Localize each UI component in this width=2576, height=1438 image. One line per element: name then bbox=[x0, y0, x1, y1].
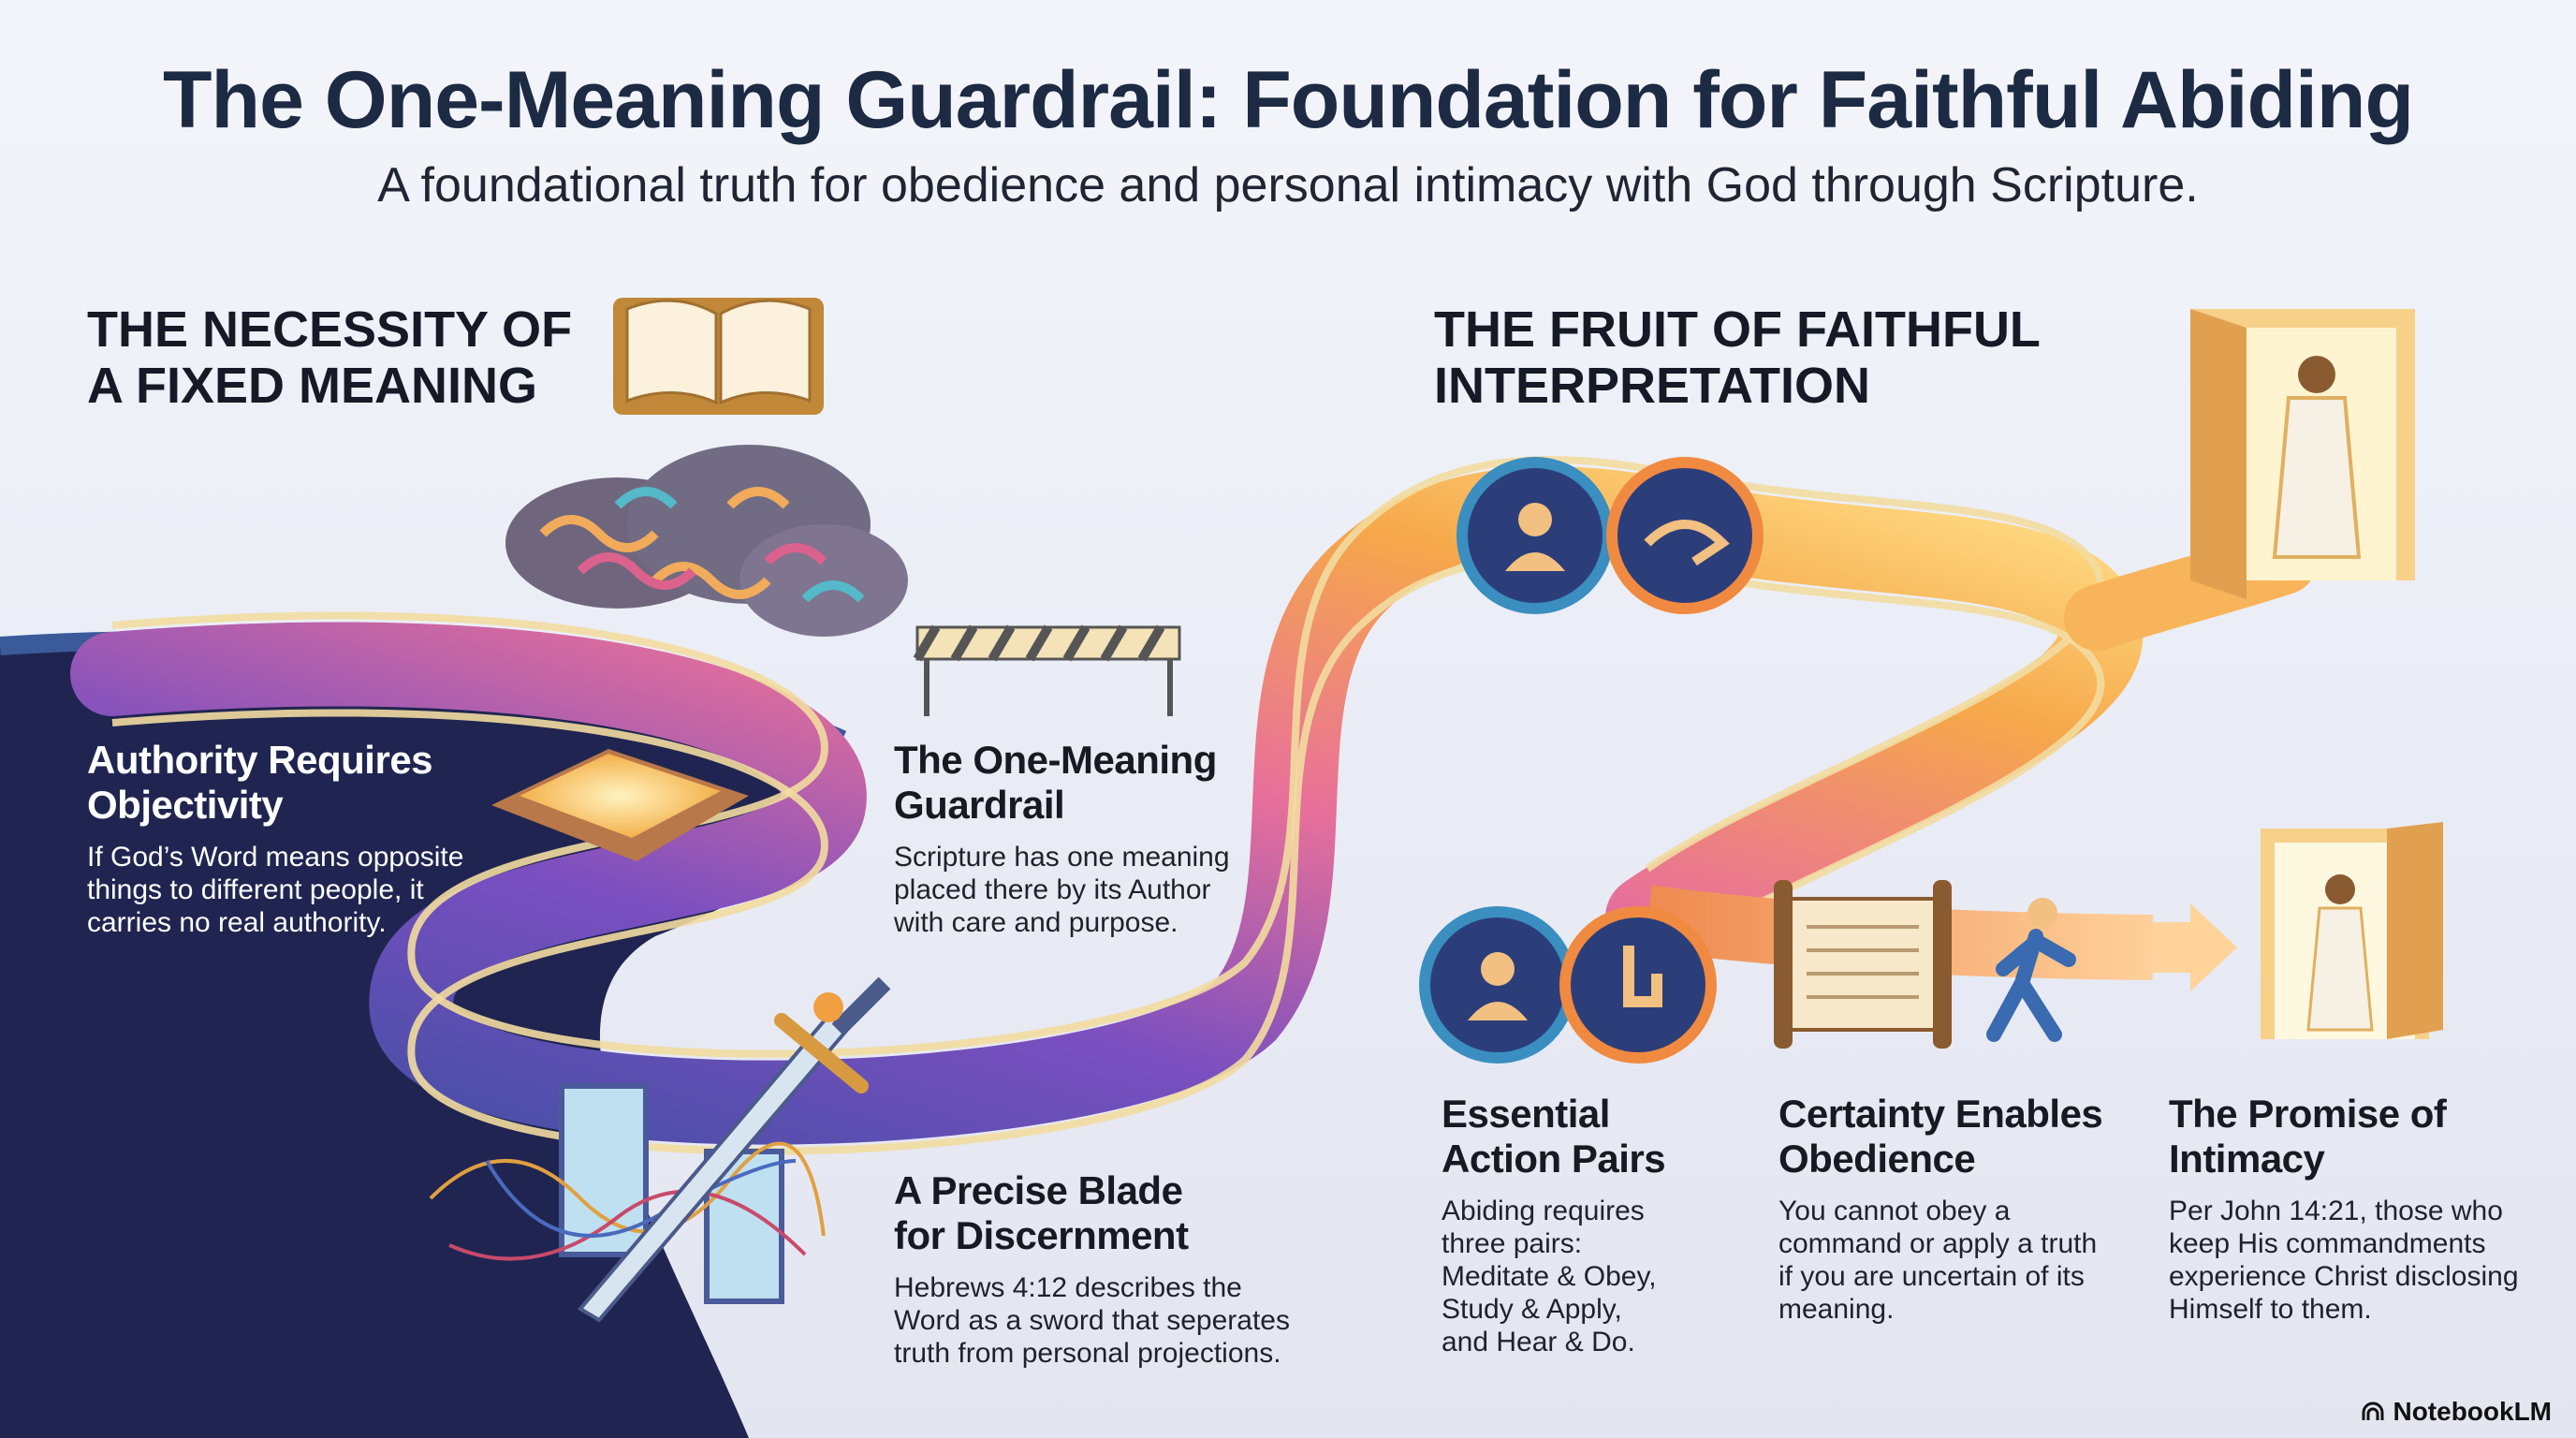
scroll-icon bbox=[1774, 880, 1952, 1049]
sword-icon bbox=[577, 976, 891, 1323]
golden-platform-icon bbox=[491, 749, 749, 861]
barrier-icon bbox=[913, 624, 1181, 716]
open-book-icon bbox=[613, 298, 824, 415]
point-body: Hebrews 4:12 describes the Word as a swo… bbox=[894, 1272, 1290, 1369]
page-title: The One-Meaning Guardrail: Foundation fo… bbox=[163, 55, 2414, 145]
confusion-cloud-icon bbox=[505, 445, 908, 637]
open-door-bottom-icon bbox=[2261, 822, 2443, 1039]
section-title-line: A FIXED MEANING bbox=[87, 358, 538, 414]
winding-road bbox=[70, 466, 2144, 1145]
section-title-line: INTERPRETATION bbox=[1434, 358, 1870, 414]
section-title-right: THE FRUIT OF FAITHFUL INTERPRETATION bbox=[1434, 301, 2041, 414]
page-subtitle: A foundational truth for obedience and p… bbox=[377, 158, 2199, 213]
brand-label: NotebookLM bbox=[2393, 1397, 2552, 1426]
relationship-pair-icon-top bbox=[1456, 457, 1764, 614]
brand-watermark: NotebookLM bbox=[2361, 1397, 2552, 1427]
point-body: Scripture has one meaning placed there b… bbox=[894, 842, 1230, 938]
arrow-icon bbox=[2153, 903, 2237, 991]
notebooklm-logo-icon bbox=[2362, 1401, 2384, 1420]
point-body: Abiding requires three pairs: Meditate &… bbox=[1442, 1196, 1657, 1357]
section-title-line: THE NECESSITY OF bbox=[87, 301, 573, 358]
point-body: You cannot obey a command or apply a tru… bbox=[1778, 1196, 2098, 1325]
point-body: Per John 14:21, those who keep His comma… bbox=[2169, 1196, 2519, 1325]
point-body: If God’s Word means opposite things to d… bbox=[87, 842, 464, 938]
section-title-left: THE NECESSITY OF A FIXED MEANING bbox=[87, 301, 572, 414]
open-door-top-icon bbox=[2190, 309, 2415, 599]
action-pairs-icon bbox=[1419, 906, 1717, 1064]
section-title-line: THE FRUIT OF FAITHFUL bbox=[1434, 301, 2041, 358]
walking-person-icon bbox=[1986, 898, 2076, 1042]
